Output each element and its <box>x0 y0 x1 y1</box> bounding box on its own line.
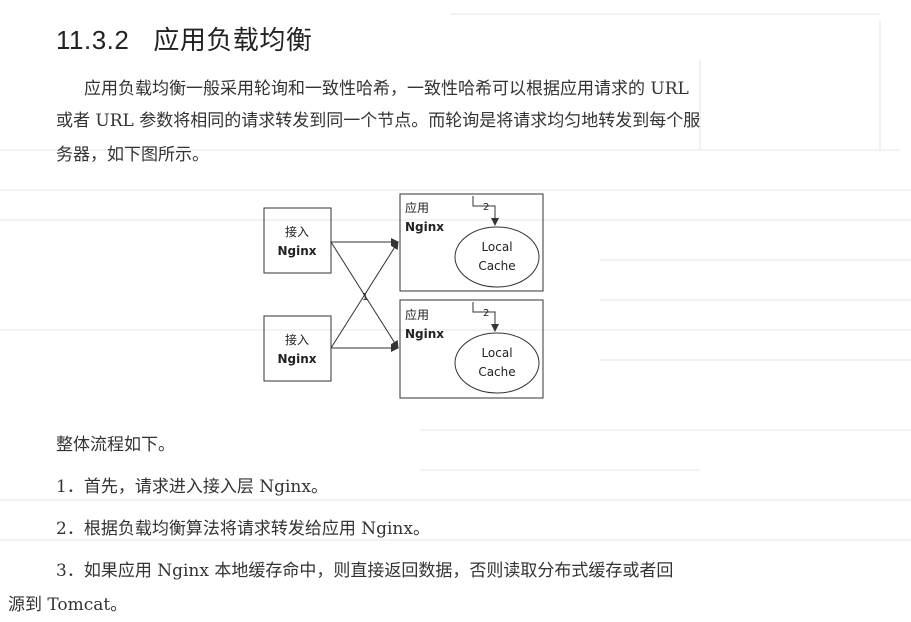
flow-step-1: 1．首先，请求进入接入层 Nginx。 <box>56 477 328 497</box>
load-balancing-diagram: 接入 Nginx 接入 Nginx 应用 Nginx Local Cache 2… <box>263 193 544 399</box>
local-cache-top-line1: Local <box>481 240 512 254</box>
section-title: 应用负载均衡 <box>153 25 313 55</box>
intro-line-1: 应用负载均衡一般采用轮询和一致性哈希，一致性哈希可以根据应用请求的 URL <box>84 79 689 99</box>
local-cache-top-line2: Cache <box>478 259 515 273</box>
flow-step-3-line-1: 3．如果应用 Nginx 本地缓存命中，则直接返回数据，否则读取分布式缓存或者回 <box>56 561 674 581</box>
step2-arrow-top <box>472 196 499 226</box>
app-nginx-bottom-sub: Nginx <box>405 327 444 341</box>
local-cache-bottom-line2: Cache <box>478 365 515 379</box>
local-cache-bottom <box>454 332 540 394</box>
local-cache-bottom-line1: Local <box>481 346 512 360</box>
access-nginx-box-top <box>263 207 332 274</box>
intro-line-2: 或者 URL 参数将相同的请求转发到同一个节点。而轮询是将请求均匀地转发到每个服 <box>56 111 701 131</box>
arrow-bottom-to-top <box>330 241 399 349</box>
step2-arrow-bottom <box>472 302 499 332</box>
app-nginx-box-top <box>399 193 544 292</box>
local-cache-top <box>454 226 540 288</box>
app-nginx-bottom-label: 应用 <box>405 307 429 322</box>
app-nginx-top-sub: Nginx <box>405 220 444 234</box>
section-heading: 11.3.2 应用负载均衡 <box>56 20 312 57</box>
section-number: 11.3.2 <box>56 25 130 55</box>
access-nginx-top-label: 接入 <box>285 224 309 239</box>
flow-intro: 整体流程如下。 <box>56 435 175 455</box>
access-nginx-box-bottom <box>263 315 332 382</box>
app-nginx-top-label: 应用 <box>405 200 429 215</box>
access-nginx-top-sub: Nginx <box>277 244 316 258</box>
step2-label-top: 2 <box>483 202 489 213</box>
step1-label: 1 <box>362 292 368 303</box>
access-nginx-bottom-sub: Nginx <box>277 352 316 366</box>
step2-label-bottom: 2 <box>483 308 489 319</box>
access-nginx-bottom-label: 接入 <box>285 332 309 347</box>
flow-step-3-line-2: 源到 Tomcat。 <box>8 595 128 615</box>
flow-step-2: 2．根据负载均衡算法将请求转发给应用 Nginx。 <box>56 519 430 539</box>
app-nginx-box-bottom <box>399 299 544 399</box>
intro-line-3: 务器，如下图所示。 <box>56 145 209 165</box>
